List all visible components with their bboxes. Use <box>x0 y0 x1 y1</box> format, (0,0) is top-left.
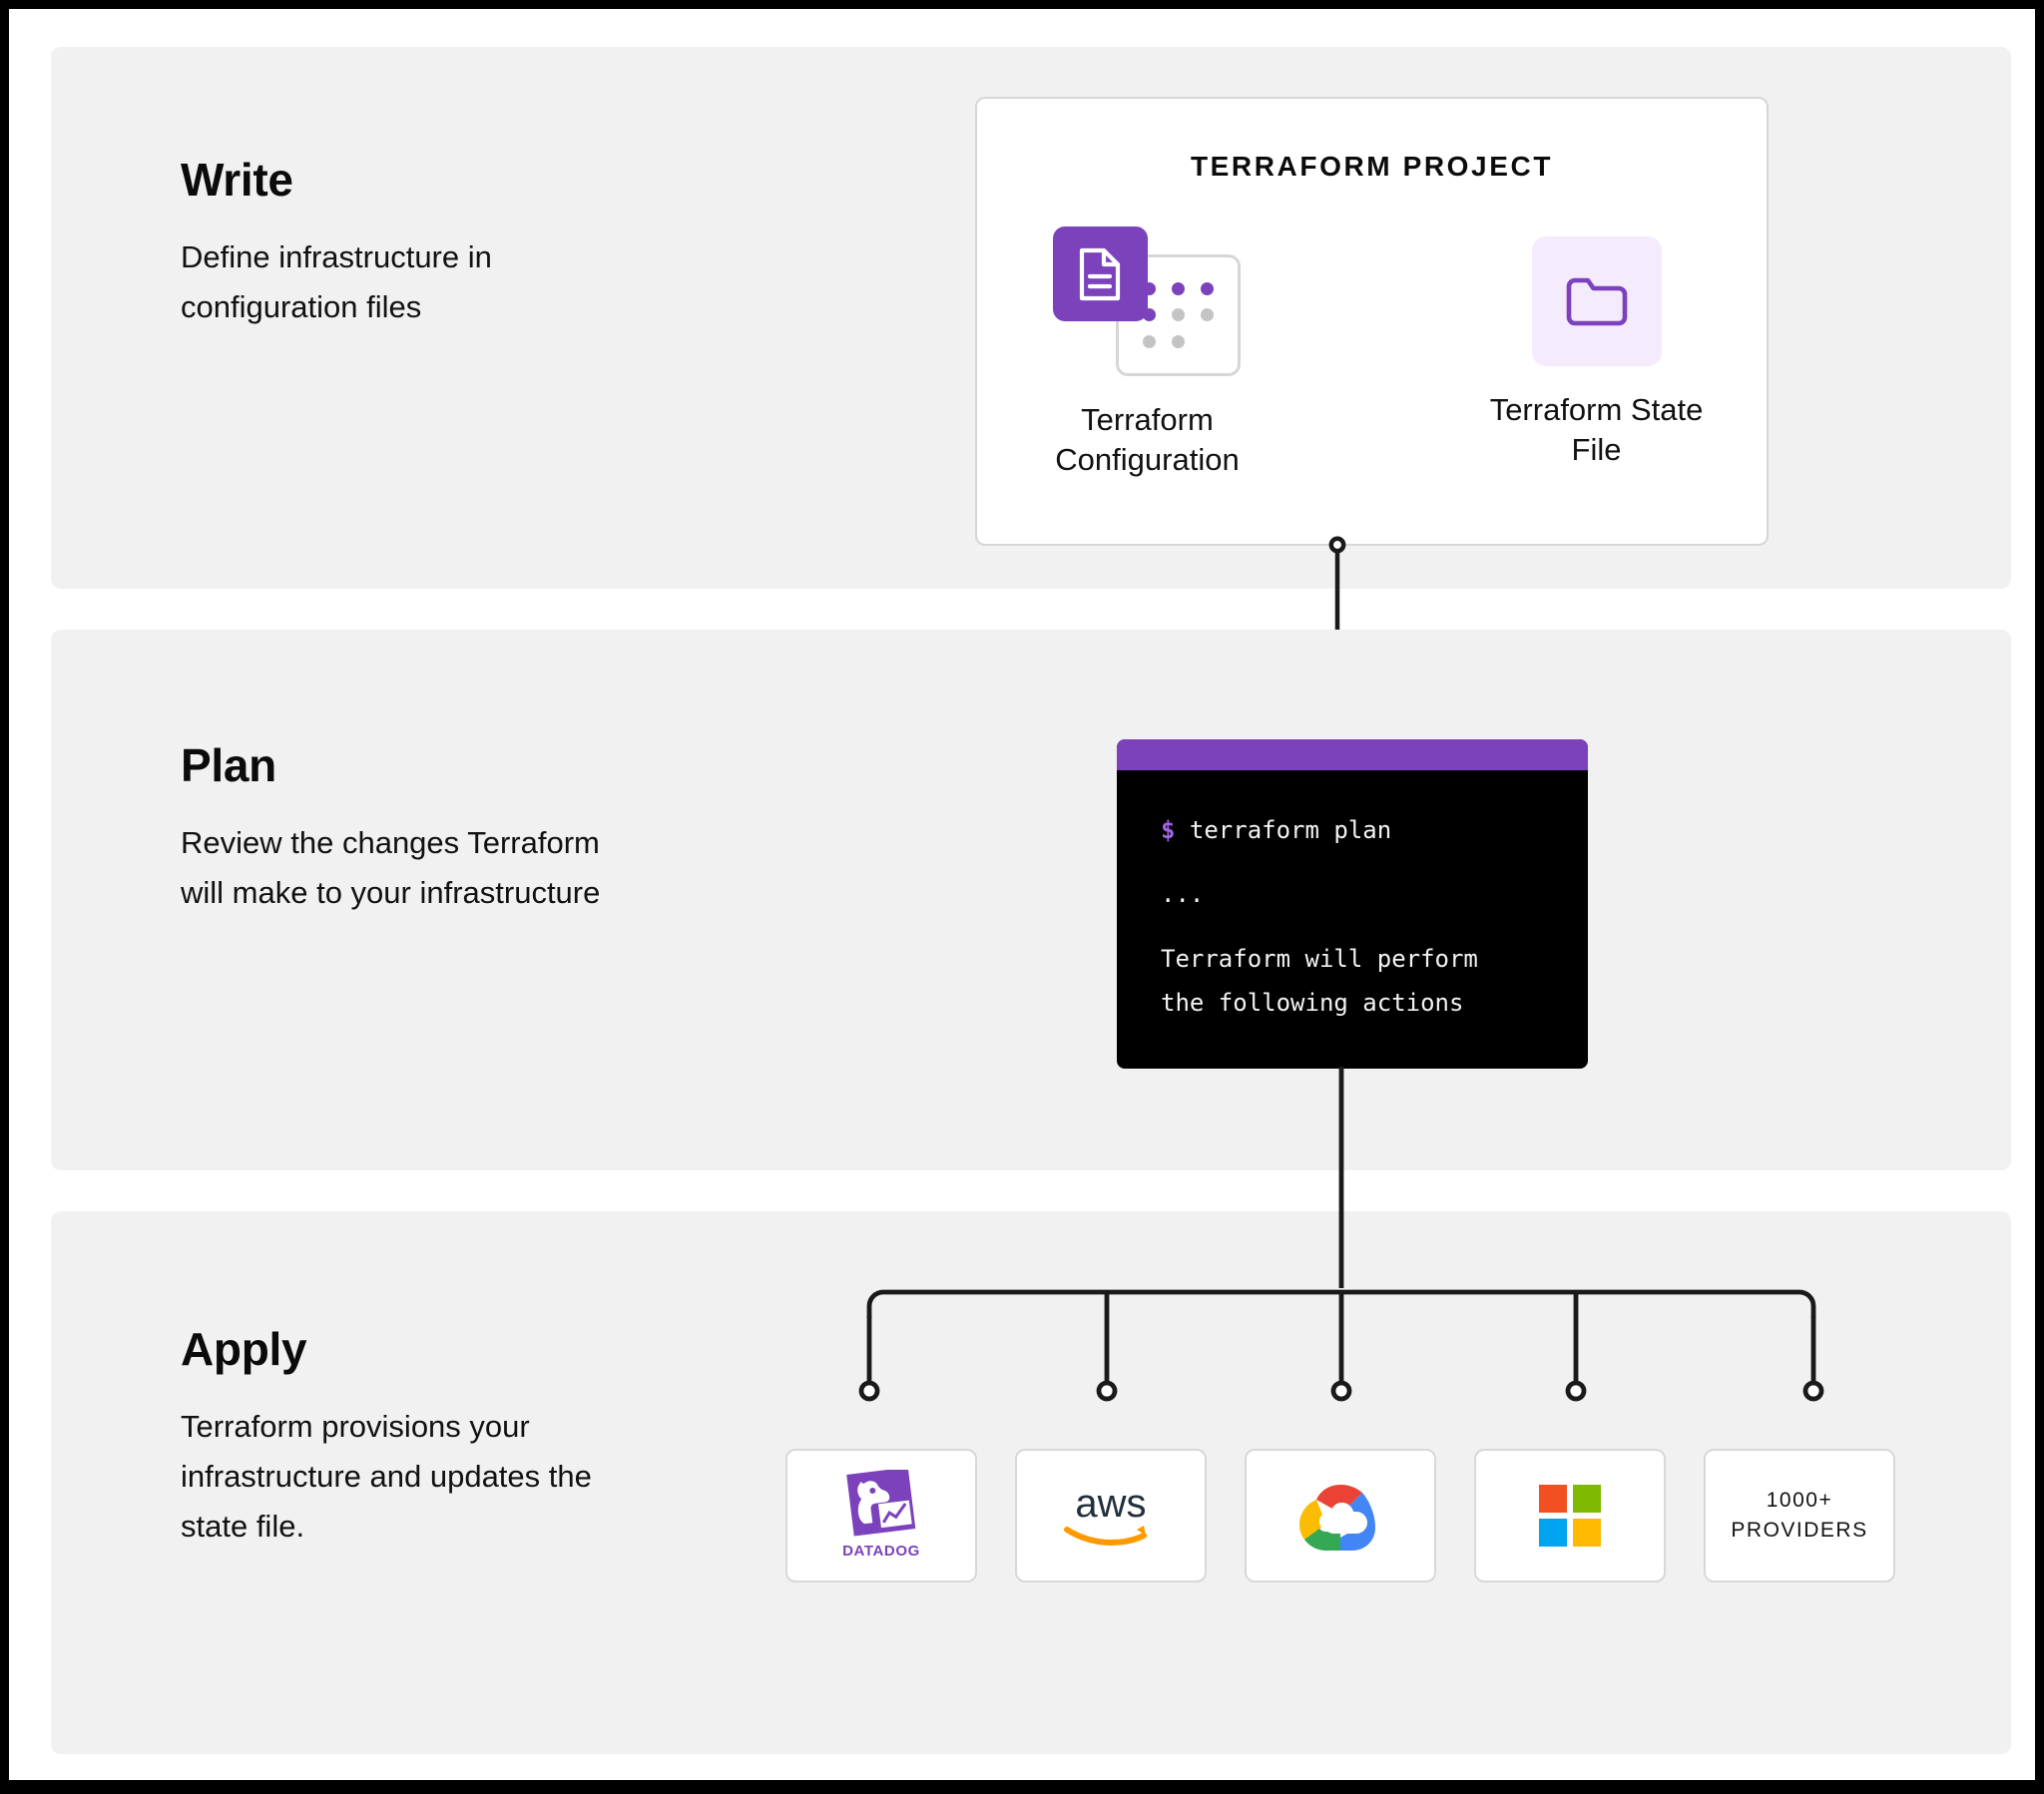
folder-tile-icon <box>1531 236 1662 366</box>
apply-copy: Apply Terraform provisions your infrastr… <box>181 1326 610 1553</box>
project-card-title: TERRAFORM PROJECT <box>1190 151 1554 182</box>
plan-title: Plan <box>181 739 276 791</box>
google-cloud-logo <box>1299 1485 1375 1551</box>
provider-tile-aws[interactable]: aws <box>1015 1449 1207 1582</box>
document-icon <box>1052 226 1148 321</box>
asset-terraform-state-file: Terraform State File <box>1467 226 1727 479</box>
connector-terminal-to-providers <box>858 1067 1824 1402</box>
terminal-prompt: $ <box>1161 816 1176 844</box>
plan-copy: Plan Review the changes Terraform will m… <box>181 742 610 918</box>
provider-tile-google-cloud[interactable] <box>1245 1449 1436 1582</box>
more-providers-text: 1000+ PROVIDERS <box>1731 1486 1867 1547</box>
document-tile-icon <box>1052 226 1243 376</box>
apply-description: Terraform provisions your infrastructure… <box>181 1409 592 1545</box>
terminal-output-line-2: the following actions <box>1161 989 1464 1018</box>
provider-tile-more-providers[interactable]: 1000+ PROVIDERS <box>1704 1449 1895 1582</box>
write-description: Define infrastructure in configuration f… <box>181 239 492 325</box>
more-providers-label: PROVIDERS <box>1731 1519 1868 1542</box>
terminal-window: $ terraform plan ... Terraform will perf… <box>1117 739 1588 1069</box>
asset-terraform-configuration: Terraform Configuration <box>1018 226 1278 479</box>
aws-logo: aws <box>1064 1484 1147 1547</box>
provider-row: DATADOG aws <box>785 1449 1895 1582</box>
datadog-logo: DATADOG <box>842 1470 920 1560</box>
plan-description: Review the changes Terraform will make t… <box>181 825 601 911</box>
svg-text:aws: aws <box>1075 1484 1146 1526</box>
terminal-ellipsis: ... <box>1161 880 1205 909</box>
terminal-output-line-1: Terraform will perform <box>1161 944 1478 973</box>
write-title: Write <box>181 154 293 206</box>
terminal-command: terraform plan <box>1189 816 1392 844</box>
project-assets: Terraform Configuration Terraform State … <box>977 226 1767 479</box>
asset-label: Terraform Configuration <box>1055 402 1240 477</box>
asset-label: Terraform State File <box>1489 392 1704 467</box>
microsoft-logo <box>1539 1485 1601 1547</box>
apply-title: Apply <box>181 1323 307 1375</box>
provider-tile-datadog[interactable]: DATADOG <box>785 1449 977 1582</box>
folder-icon <box>1566 277 1627 326</box>
more-providers-count: 1000+ <box>1766 1488 1833 1512</box>
terminal-body: $ terraform plan ... Terraform will perf… <box>1117 770 1588 1026</box>
diagram-canvas: Write Define infrastructure in configura… <box>9 9 2035 1780</box>
provider-tile-microsoft[interactable] <box>1474 1449 1666 1582</box>
terminal-command-line: $ terraform plan <box>1161 808 1588 852</box>
svg-text:DATADOG: DATADOG <box>842 1543 920 1560</box>
terminal-titlebar <box>1117 739 1588 770</box>
section-plan <box>51 630 2011 1170</box>
terraform-project-card: TERRAFORM PROJECT <box>975 97 1769 546</box>
write-copy: Write Define infrastructure in configura… <box>181 157 610 332</box>
